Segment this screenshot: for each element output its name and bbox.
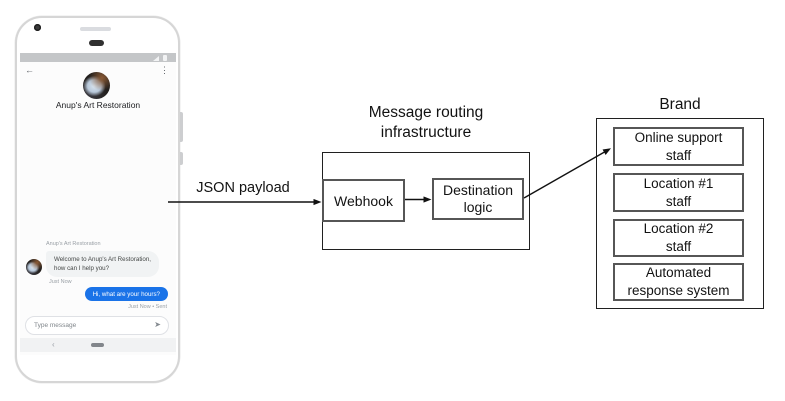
message-composer: ➤ xyxy=(25,316,169,335)
destination-logic-box: Destination logic xyxy=(432,178,524,220)
send-icon[interactable]: ➤ xyxy=(154,320,161,329)
infrastructure-title: Message routing infrastructure xyxy=(368,104,484,142)
business-name: Anup's Art Restoration xyxy=(55,100,141,110)
target-online-support-staff: Online support staff xyxy=(613,127,744,166)
outgoing-message-bubble: Hi, what are your hours? xyxy=(84,287,168,301)
target-location-2-staff: Location #2 staff xyxy=(613,219,744,257)
business-avatar xyxy=(83,72,110,99)
speaker-grille xyxy=(80,27,111,31)
destination-to-brand-arrow xyxy=(523,148,612,199)
navigation-bar: ‹ xyxy=(20,338,176,352)
incoming-message-bubble: Welcome to Anup's Art Restoration, how c… xyxy=(46,251,160,277)
front-camera-icon xyxy=(34,24,41,31)
incoming-timestamp: Just Now xyxy=(49,279,72,285)
message-avatar xyxy=(26,259,42,275)
target-location-1-staff: Location #1 staff xyxy=(613,173,744,212)
chat-screen xyxy=(20,62,176,355)
power-button xyxy=(180,152,183,165)
signal-icon xyxy=(153,55,159,61)
json-payload-label: JSON payload xyxy=(196,180,290,196)
volume-button xyxy=(180,112,183,142)
message-input[interactable] xyxy=(26,317,168,334)
home-indicator[interactable] xyxy=(91,343,104,347)
status-bar xyxy=(20,53,176,62)
back-button[interactable]: ← xyxy=(25,65,34,75)
brand-title: Brand xyxy=(659,96,701,113)
target-automated-response-system: Automated response system xyxy=(613,263,744,301)
battery-icon xyxy=(163,55,167,61)
sender-label: Anup's Art Restoration xyxy=(46,241,101,247)
overflow-menu-icon[interactable]: ⋮ xyxy=(160,65,169,75)
webhook-box: Webhook xyxy=(322,179,405,222)
earpiece xyxy=(89,40,104,46)
nav-back-icon[interactable]: ‹ xyxy=(52,340,55,349)
outgoing-status: Just Now • Sent xyxy=(128,304,167,310)
